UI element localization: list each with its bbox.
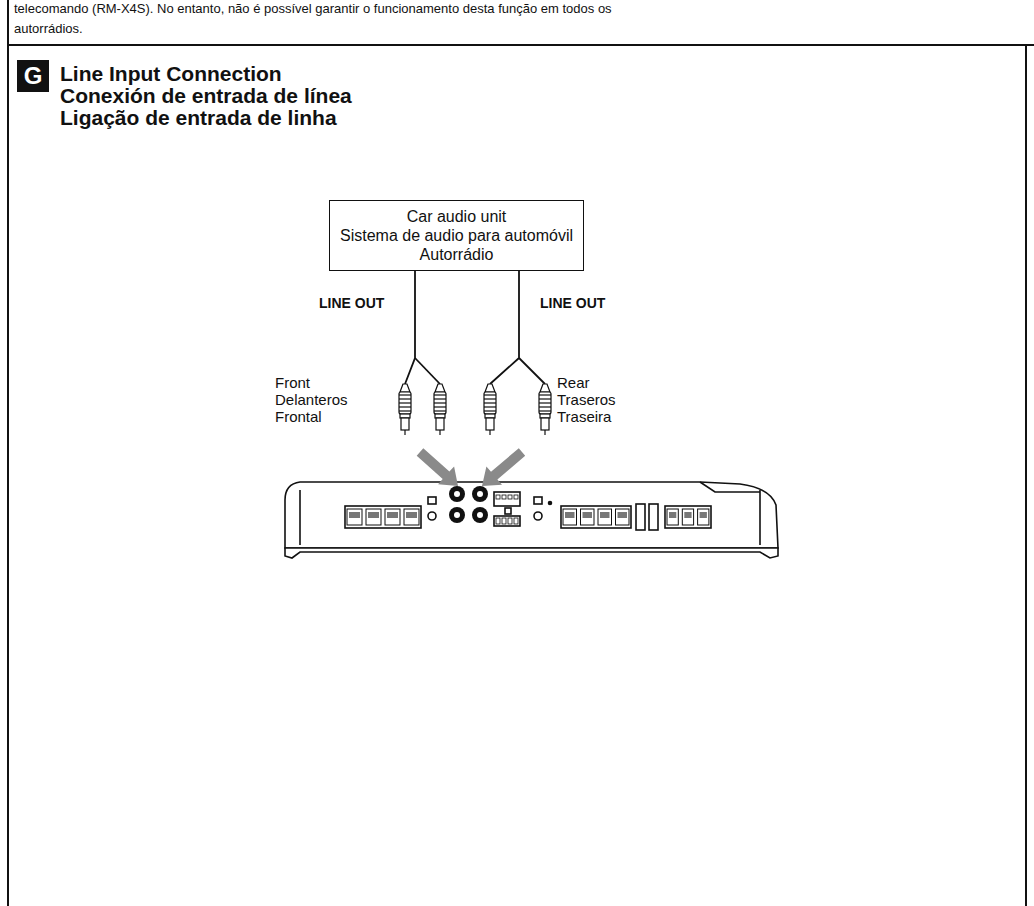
section-title: Conexión de entrada de línea	[60, 84, 352, 108]
channel-label: Traseros	[557, 391, 616, 408]
insert-arrows	[417, 448, 526, 486]
section-badge	[17, 60, 49, 92]
unit-name: Autorrádio	[338, 245, 575, 264]
rca-plug	[399, 384, 411, 435]
terminal-detail	[347, 495, 709, 525]
rca-jacks	[449, 486, 488, 523]
rca-plugs	[399, 384, 551, 435]
insert-arrow	[482, 448, 525, 486]
cable	[490, 271, 519, 384]
line-out-cables	[405, 271, 545, 384]
note-text: telecomando (RM-X4S). No entanto, não é …	[14, 2, 612, 17]
channel-label: Delanteros	[275, 391, 348, 408]
page-frame	[8, 0, 1034, 906]
rca-plug	[539, 384, 551, 435]
unit-box: Car audio unitSistema de audio para auto…	[329, 200, 584, 271]
unit-name: Car audio unit	[338, 207, 575, 226]
output-label: LINE OUT	[319, 295, 384, 311]
rca-plug	[434, 384, 446, 435]
cable	[405, 271, 415, 384]
cable	[415, 358, 440, 384]
unit-name: Sistema de audio para automóvil	[338, 226, 575, 245]
rca-plug	[484, 384, 496, 435]
channel-label: Front	[275, 374, 310, 391]
amplifier	[285, 482, 778, 558]
rca-jack-centers	[454, 491, 483, 518]
insert-arrow	[417, 448, 458, 486]
channel-label: Rear	[557, 374, 590, 391]
cable	[519, 358, 545, 384]
section-title: Ligação de entrada de linha	[60, 106, 337, 130]
output-label: LINE OUT	[540, 295, 605, 311]
note-text: autorrádios.	[14, 22, 83, 37]
section-title: Line Input Connection	[60, 62, 282, 86]
section-letter: G	[24, 62, 43, 90]
channel-label: Traseira	[557, 408, 611, 425]
channel-label: Frontal	[275, 408, 322, 425]
